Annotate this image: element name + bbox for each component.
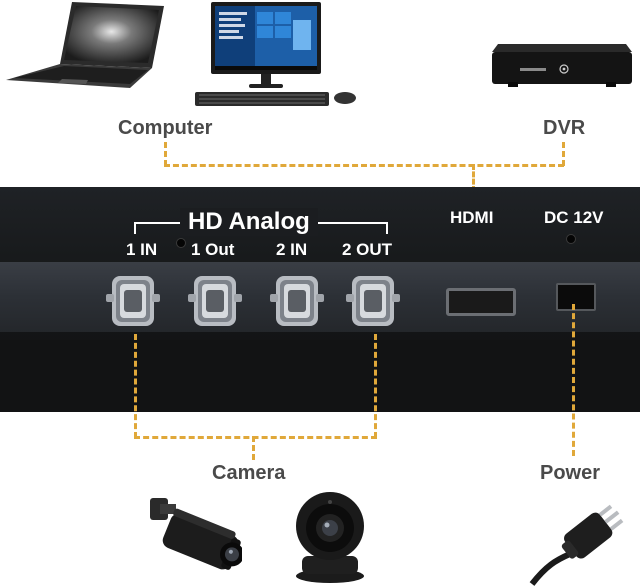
camera-connector-horizontal bbox=[134, 436, 377, 439]
bnc-port-1-in[interactable] bbox=[106, 270, 160, 330]
hdmi-connector-vertical bbox=[472, 164, 475, 192]
hdmi-label: HDMI bbox=[450, 208, 494, 227]
panel-bottom bbox=[0, 340, 640, 412]
hd-analog-label: HD Analog bbox=[180, 208, 318, 236]
bnc-port-2-in[interactable] bbox=[270, 270, 324, 330]
bullet-camera-icon bbox=[150, 498, 242, 570]
computer-label: Computer bbox=[118, 117, 213, 139]
dc-12v-label: DC 12V bbox=[544, 208, 604, 227]
dvr-connector-vertical bbox=[562, 142, 565, 166]
port-2-in-label: 2 IN bbox=[276, 240, 308, 259]
power-plug-icon bbox=[529, 504, 624, 586]
camera-connector-right bbox=[374, 334, 377, 438]
hdmi-port[interactable] bbox=[446, 288, 516, 316]
computer-connector-vertical bbox=[164, 142, 167, 166]
power-label: Power bbox=[540, 462, 601, 484]
laptop-icon bbox=[6, 2, 164, 88]
indicator-dot bbox=[566, 234, 576, 244]
indicator-dot bbox=[176, 238, 186, 248]
port-1-out-label: 1 Out bbox=[191, 240, 235, 259]
top-connector-horizontal bbox=[164, 164, 564, 167]
dvr-label: DVR bbox=[543, 117, 586, 139]
desktop-computer-icon bbox=[195, 2, 356, 106]
dc-12v-port[interactable] bbox=[556, 283, 596, 311]
port-1-in-label: 1 IN bbox=[126, 240, 158, 259]
camera-connector-down bbox=[252, 436, 255, 460]
bnc-port-2-out[interactable] bbox=[346, 270, 400, 330]
dvr-icon bbox=[492, 44, 632, 87]
dome-camera-icon bbox=[296, 492, 364, 583]
camera-label: Camera bbox=[212, 462, 286, 484]
port-2-out-label: 2 OUT bbox=[342, 240, 393, 259]
bnc-port-1-out[interactable] bbox=[188, 270, 242, 330]
power-connector-vertical bbox=[572, 304, 575, 456]
camera-connector-left bbox=[134, 334, 137, 438]
